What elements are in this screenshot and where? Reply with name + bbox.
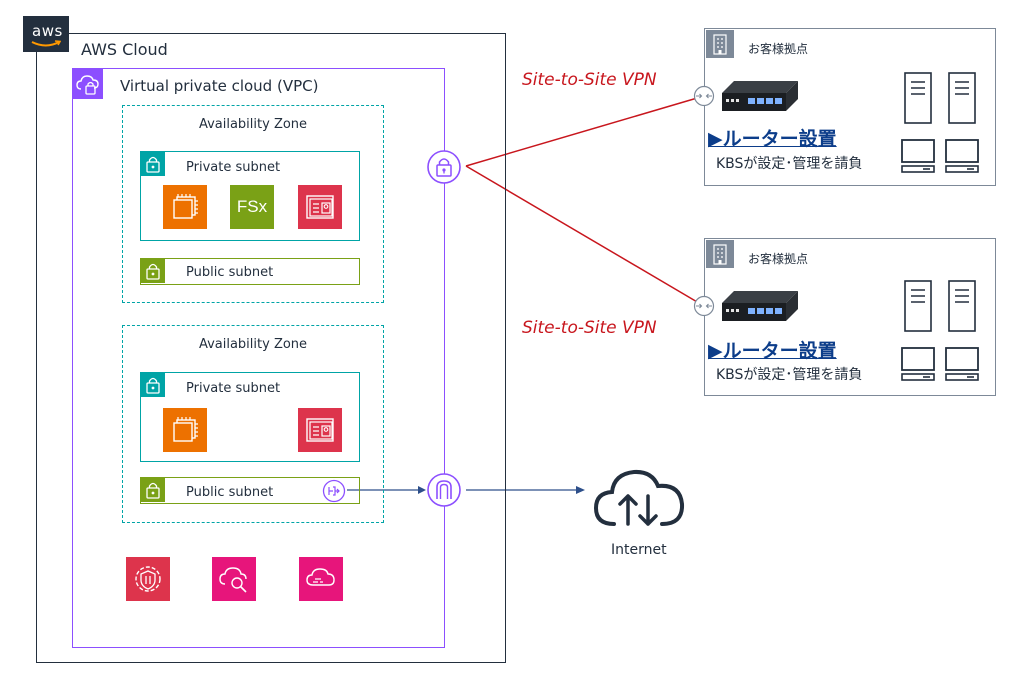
router-setup-label-1: ▶ルーター設置 [708, 128, 837, 150]
aws-cloud-group [36, 33, 506, 663]
directory-service-icon [298, 185, 342, 229]
public-subnet-lock-icon [141, 259, 165, 283]
desktop-pc-icon [901, 347, 935, 381]
nat-gateway-icon [322, 479, 346, 503]
server-icon [904, 72, 932, 124]
nat-arrow-head [418, 486, 426, 494]
customer-site-1-label: お客様拠点 [748, 42, 809, 56]
private-subnet-lock-icon [141, 152, 165, 176]
server-icon [904, 280, 932, 332]
router-device-icon [722, 291, 798, 321]
vpn-label-bottom: Site-to-Site VPN [522, 318, 657, 338]
private-subnet-1-label: Private subnet [186, 160, 281, 175]
internet-cloud-icon [593, 469, 685, 526]
server-icon [948, 72, 976, 124]
public-subnet-1-label: Public subnet [186, 265, 274, 280]
aws-cloud-title: AWS Cloud [81, 40, 168, 59]
internet-gateway-icon [427, 473, 461, 507]
public-subnet-2 [140, 477, 360, 504]
private-subnet-2-label: Private subnet [186, 381, 281, 396]
vpn-endpoint-icon [693, 295, 715, 317]
vpc-cloud-lock-icon [73, 69, 103, 99]
ec2-icon [163, 185, 207, 229]
desktop-pc-icon [901, 139, 935, 173]
public-subnet-1 [140, 258, 360, 285]
server-icon [948, 280, 976, 332]
building-icon [706, 30, 734, 58]
aws-logo-text: aws [32, 22, 63, 40]
building-icon [706, 240, 734, 268]
public-subnet-lock-icon [141, 478, 165, 502]
router-setup-label-2: ▶ルーター設置 [708, 340, 837, 362]
fsx-icon: FSx [230, 185, 274, 229]
public-subnet-2-label: Public subnet [186, 485, 274, 500]
private-subnet-lock-icon [141, 373, 165, 397]
aws-logo: aws [23, 16, 69, 52]
router-device-icon [722, 81, 798, 111]
desktop-pc-icon [945, 347, 979, 381]
directory-service-icon [298, 408, 342, 452]
customer-site-2-label: お客様拠点 [748, 252, 809, 266]
private-subnet-1 [140, 151, 360, 241]
cloudformation-icon [299, 557, 343, 601]
availability-zone-1-title: Availability Zone [198, 117, 308, 132]
private-subnet-2 [140, 372, 360, 462]
management-label-2: KBSが設定･管理を請負 [716, 367, 863, 383]
vpn-gateway-lock-icon [427, 150, 461, 184]
cloudwatch-icon [212, 557, 256, 601]
management-label-1: KBSが設定･管理を請負 [716, 156, 863, 172]
vpn-endpoint-icon [693, 85, 715, 107]
availability-zone-2 [122, 325, 384, 523]
vpn-label-top: Site-to-Site VPN [522, 70, 657, 90]
availability-zone-1 [122, 105, 384, 303]
internet-arrow-head [576, 486, 585, 494]
desktop-pc-icon [945, 139, 979, 173]
vpc-group [72, 68, 445, 648]
ec2-icon [163, 408, 207, 452]
availability-zone-2-title: Availability Zone [198, 337, 308, 352]
aws-waf-icon [126, 557, 170, 601]
vpc-title: Virtual private cloud (VPC) [120, 77, 319, 95]
internet-label: Internet [611, 542, 667, 558]
